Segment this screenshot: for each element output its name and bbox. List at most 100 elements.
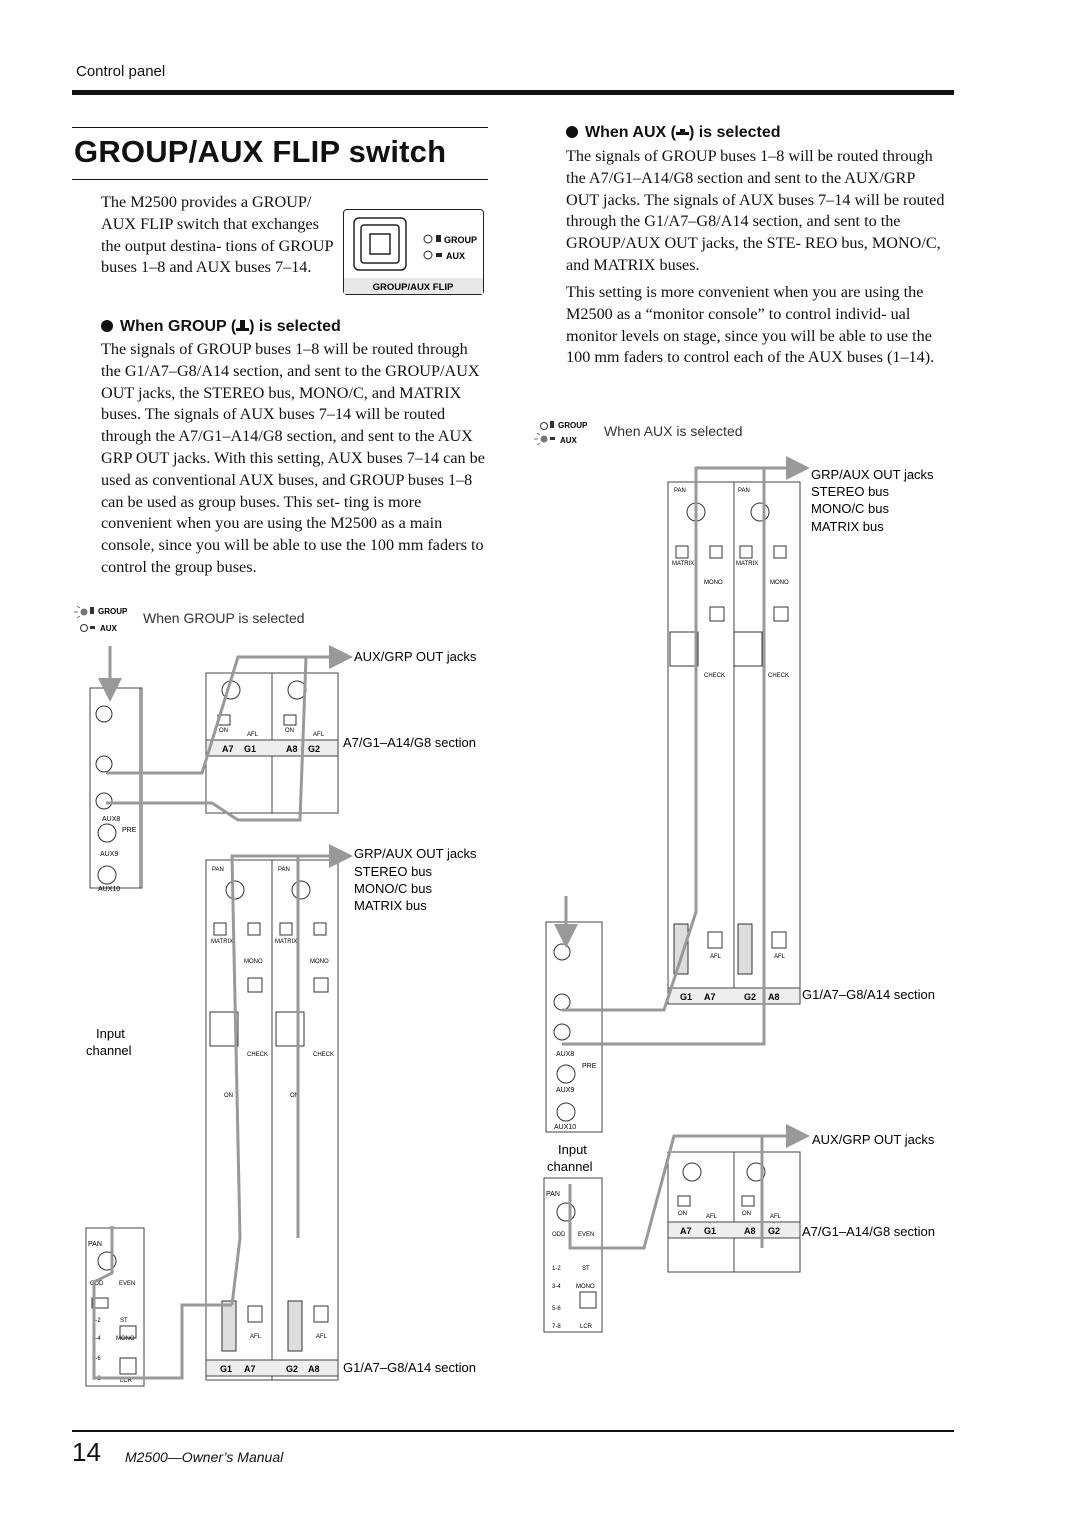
svg-text:CHECK: CHECK: [313, 1052, 334, 1058]
svg-text:G2: G2: [768, 1226, 780, 1236]
input-channel-lower: PAN ODD EVEN 1-2 ST 3-4 MONO 5-6 7-8 LCR: [543, 1177, 603, 1333]
svg-text:ST: ST: [582, 1266, 590, 1272]
aux-glyph-icon: [675, 129, 689, 135]
svg-text:5-6: 5-6: [92, 1356, 101, 1362]
svg-text:1-2: 1-2: [92, 1318, 101, 1324]
svg-text:PAN: PAN: [546, 1191, 560, 1198]
when-group-heading: When GROUP () is selected: [101, 318, 341, 336]
svg-text:A8: A8: [744, 1226, 756, 1236]
svg-text:PAN: PAN: [212, 867, 224, 873]
svg-text:MATRIX: MATRIX: [275, 939, 297, 945]
svg-text:G1: G1: [680, 992, 692, 1002]
input-channel-strip: AUX8 PRE AUX9 AUX10: [545, 921, 603, 1133]
svg-text:AFL: AFL: [247, 732, 259, 738]
svg-text:MATRIX bus: MATRIX bus: [354, 898, 427, 913]
svg-text:A7: A7: [704, 992, 716, 1002]
svg-text:CHECK: CHECK: [768, 673, 789, 679]
svg-text:G2: G2: [286, 1364, 298, 1374]
diagram-caption: When AUX is selected: [604, 423, 743, 439]
svg-text:MONO: MONO: [704, 580, 723, 586]
svg-text:G1: G1: [704, 1226, 716, 1236]
page-number: 14: [72, 1437, 101, 1467]
svg-text:A7: A7: [680, 1226, 692, 1236]
svg-text:MATRIX: MATRIX: [672, 561, 694, 567]
svg-text:MONO/C bus: MONO/C bus: [354, 881, 433, 896]
svg-text:PAN: PAN: [674, 488, 686, 494]
header-rule: [72, 90, 954, 95]
svg-text:PAN: PAN: [88, 1241, 102, 1248]
svg-text:AUX10: AUX10: [554, 1124, 576, 1131]
svg-text:A7: A7: [222, 744, 234, 754]
indicator-group-label: GROUP: [98, 607, 128, 616]
svg-text:GRP/AUX OUT jacks: GRP/AUX OUT jacks: [811, 467, 934, 482]
intro-paragraph: The M2500 provides a GROUP/ AUX FLIP swi…: [101, 193, 333, 277]
svg-text:G1: G1: [220, 1364, 232, 1374]
svg-text:A8: A8: [768, 992, 780, 1002]
routing-arrows: [92, 645, 353, 1380]
switch-aux-label: AUX: [446, 251, 465, 261]
svg-text:1-2: 1-2: [552, 1266, 561, 1272]
svg-text:Input: Input: [558, 1142, 587, 1157]
svg-text:MONO: MONO: [576, 1284, 595, 1290]
indicator-group-label: GROUP: [558, 421, 588, 430]
svg-text:5-6: 5-6: [552, 1306, 561, 1312]
svg-text:G1/A7–G8/A14 section: G1/A7–G8/A14 section: [802, 987, 935, 1002]
svg-text:ON: ON: [219, 728, 228, 734]
title-rule-bottom: [72, 179, 488, 180]
svg-text:Input: Input: [96, 1026, 125, 1041]
switch-group-label: GROUP: [444, 235, 477, 245]
svg-text:MATRIX bus: MATRIX bus: [811, 519, 884, 534]
svg-text:G1: G1: [244, 744, 256, 754]
svg-text:PAN: PAN: [738, 488, 750, 494]
svg-text:CHECK: CHECK: [247, 1052, 268, 1058]
bullet-icon: [566, 126, 578, 138]
svg-text:MONO: MONO: [244, 959, 263, 965]
group-master-strips: PAN PAN MATRIX MATRIX MONO MONO CHECK CH…: [205, 859, 339, 1381]
section-label: Control panel: [76, 63, 166, 80]
svg-text:ODD: ODD: [90, 1281, 104, 1287]
svg-text:A7: A7: [244, 1364, 256, 1374]
svg-text:AFL: AFL: [770, 1214, 782, 1220]
svg-text:AUX9: AUX9: [556, 1087, 574, 1094]
group-master-strips: PAN PAN MATRIX MATRIX MONO MONO CHECK CH…: [667, 481, 801, 1005]
svg-text:A8: A8: [308, 1364, 320, 1374]
svg-text:AFL: AFL: [316, 1334, 328, 1340]
svg-text:ON: ON: [678, 1211, 687, 1217]
footer-rule: [72, 1430, 954, 1432]
svg-text:CHECK: CHECK: [704, 673, 725, 679]
svg-text:LCR: LCR: [580, 1324, 593, 1330]
svg-text:AUX/GRP OUT jacks: AUX/GRP OUT jacks: [812, 1132, 935, 1147]
svg-text:ST: ST: [120, 1318, 128, 1324]
flip-switch-panel: GROUP AUX GROUP/AUX FLIP: [343, 209, 484, 295]
svg-text:G1/A7–G8/A14 section: G1/A7–G8/A14 section: [343, 1360, 476, 1375]
svg-text:ODD: ODD: [552, 1232, 566, 1238]
svg-text:AUX8: AUX8: [102, 816, 120, 823]
svg-text:GRP/AUX OUT jacks: GRP/AUX OUT jacks: [354, 846, 477, 861]
switch-name-label: GROUP/AUX FLIP: [373, 282, 454, 293]
svg-text:ON: ON: [290, 1093, 299, 1099]
svg-text:7-8: 7-8: [552, 1324, 561, 1330]
bullet-icon: [101, 320, 113, 332]
svg-text:3-4: 3-4: [92, 1336, 101, 1342]
indicator-aux-label: AUX: [560, 436, 578, 445]
svg-text:G2: G2: [308, 744, 320, 754]
svg-text:AUX/GRP OUT jacks: AUX/GRP OUT jacks: [354, 649, 477, 664]
svg-text:STEREO bus: STEREO bus: [811, 484, 890, 499]
title-rule-top: [72, 127, 488, 128]
when-aux-paragraph-2: This setting is more convenient when you…: [566, 283, 935, 367]
svg-text:A7/G1–A14/G8 section: A7/G1–A14/G8 section: [343, 735, 476, 750]
svg-text:MONO: MONO: [310, 959, 329, 965]
when-group-paragraph: The signals of GROUP buses 1–8 will be r…: [101, 340, 485, 576]
svg-text:PRE: PRE: [582, 1063, 597, 1070]
manual-title: M2500—Owner’s Manual: [125, 1449, 284, 1465]
svg-text:PAN: PAN: [278, 867, 290, 873]
svg-text:STEREO bus: STEREO bus: [354, 864, 433, 879]
svg-text:A7/G1–A14/G8 section: A7/G1–A14/G8 section: [802, 1224, 935, 1239]
svg-text:AFL: AFL: [250, 1334, 262, 1340]
svg-text:MATRIX: MATRIX: [736, 561, 758, 567]
group-selected-diagram: GROUP AUX When GROUP is selected AUX8 PR…: [74, 605, 477, 1387]
svg-text:EVEN: EVEN: [119, 1281, 135, 1287]
svg-text:MONO/C bus: MONO/C bus: [811, 501, 890, 516]
svg-text:MATRIX: MATRIX: [211, 939, 233, 945]
group-glyph-icon: [236, 320, 250, 331]
